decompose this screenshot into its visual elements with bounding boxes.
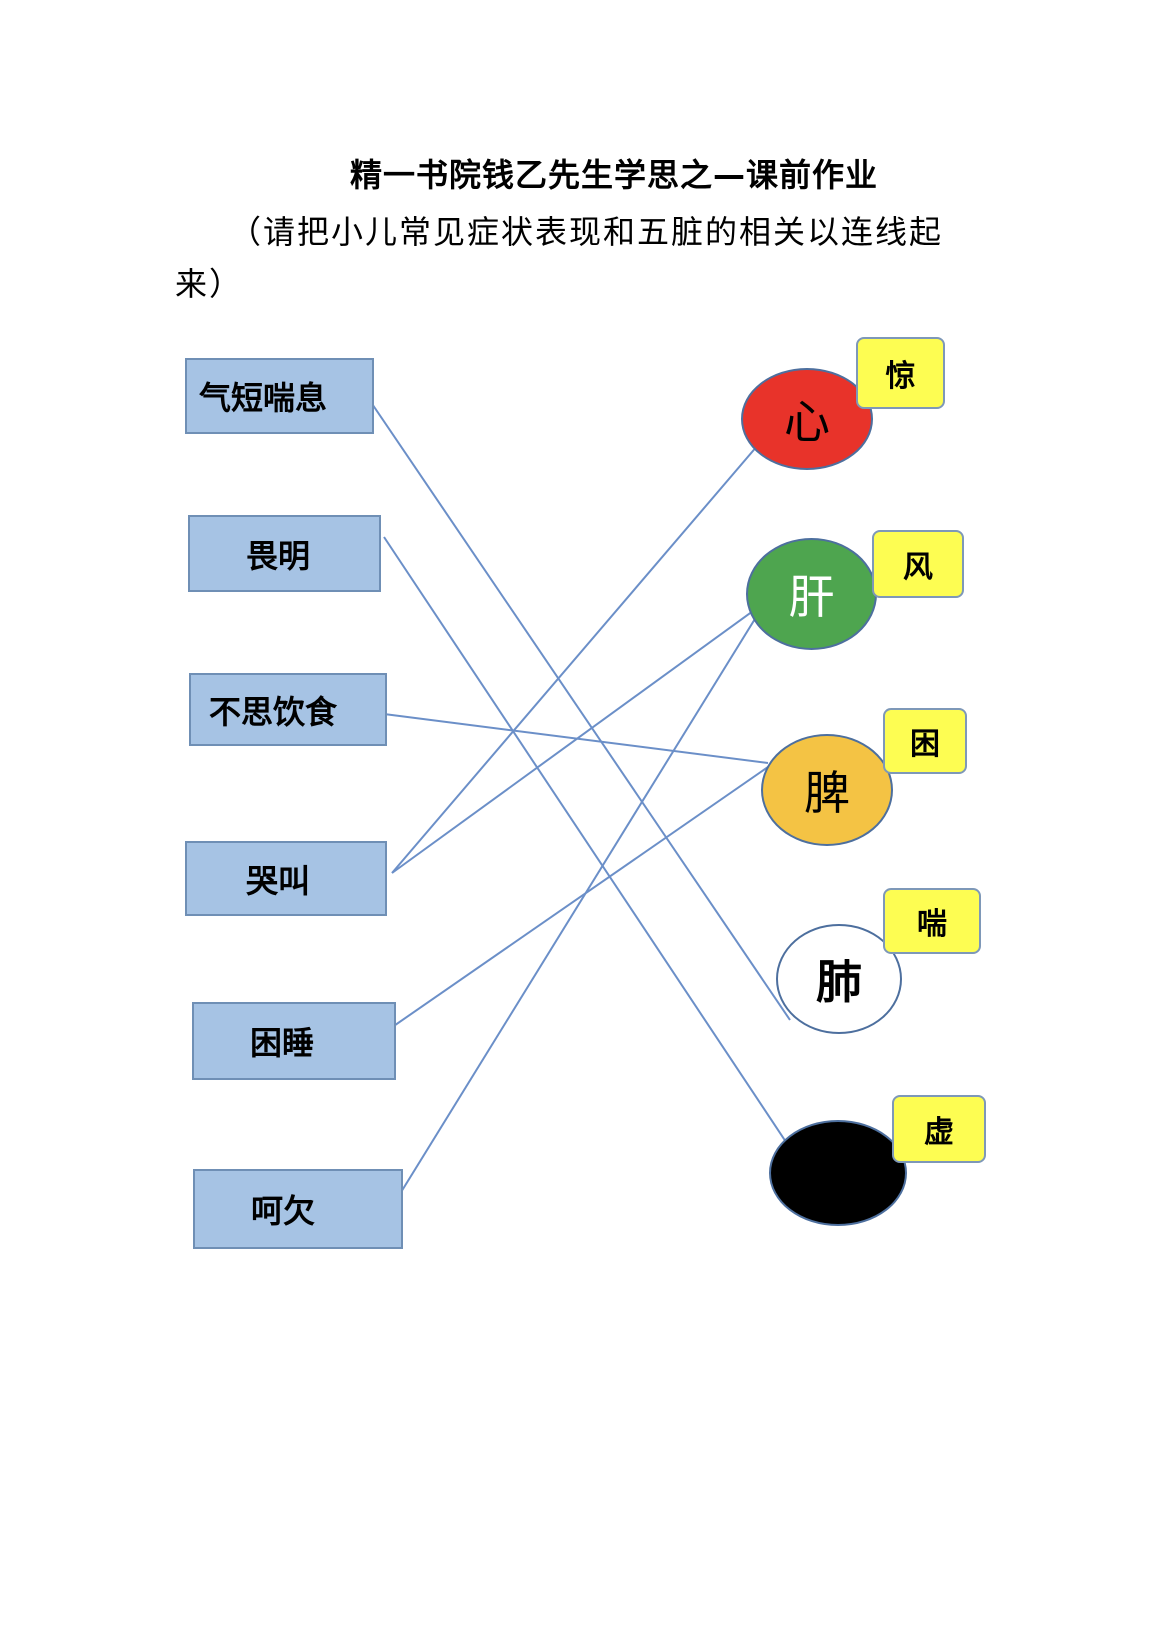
symptom-box-qiduanchuanxi: 气短喘息 xyxy=(185,358,374,434)
tag-xu: 虚 xyxy=(892,1095,986,1163)
organ-circle-shen xyxy=(769,1120,907,1226)
tag-jing: 惊 xyxy=(856,337,945,409)
line-kujiao-xin xyxy=(391,444,759,874)
symptom-label: 困睡 xyxy=(250,1024,315,1062)
organ-label: 肝 xyxy=(788,570,835,624)
symptom-box-kujiao: 哭叫 xyxy=(185,841,387,916)
line-hexi-gan xyxy=(389,613,759,1211)
organ-label: 肺 xyxy=(816,955,862,1009)
line-kunshui-pi xyxy=(387,766,769,1031)
organ-circle-pi: 脾 xyxy=(761,734,893,846)
symptom-label: 畏明 xyxy=(246,536,311,575)
organ-circle-fei: 肺 xyxy=(776,924,902,1034)
tag-chuan: 喘 xyxy=(883,888,981,954)
tag-kun: 困 xyxy=(883,708,967,774)
symptom-label: 气短喘息 xyxy=(199,379,328,417)
instruction-text: （请把小儿常见症状表现和五脏的相关以连线起来） xyxy=(175,213,944,303)
organ-circle-xin: 心 xyxy=(741,368,873,470)
symptom-box-businyinshi: 不思饮食 xyxy=(189,673,387,746)
symptom-label: 不思饮食 xyxy=(209,692,338,731)
line-qiduan-fei xyxy=(361,388,791,1021)
symptom-box-hexi: 呵欠 xyxy=(193,1169,403,1249)
organ-label: 心 xyxy=(784,395,830,449)
symptom-label: 哭叫 xyxy=(246,861,311,900)
tag-feng: 风 xyxy=(872,530,964,598)
page-title: 精一书院钱乙先生学思之—课前作业 xyxy=(350,156,879,194)
organ-circle-gan: 肝 xyxy=(746,538,877,650)
symptom-label: 呵欠 xyxy=(251,1192,316,1230)
line-kujiao-gan xyxy=(391,602,765,874)
symptom-box-weiming: 畏明 xyxy=(188,515,381,592)
symptom-box-kunshui: 困睡 xyxy=(192,1002,396,1080)
line-weiming-shen xyxy=(383,536,791,1149)
organ-label: 脾 xyxy=(804,766,850,820)
